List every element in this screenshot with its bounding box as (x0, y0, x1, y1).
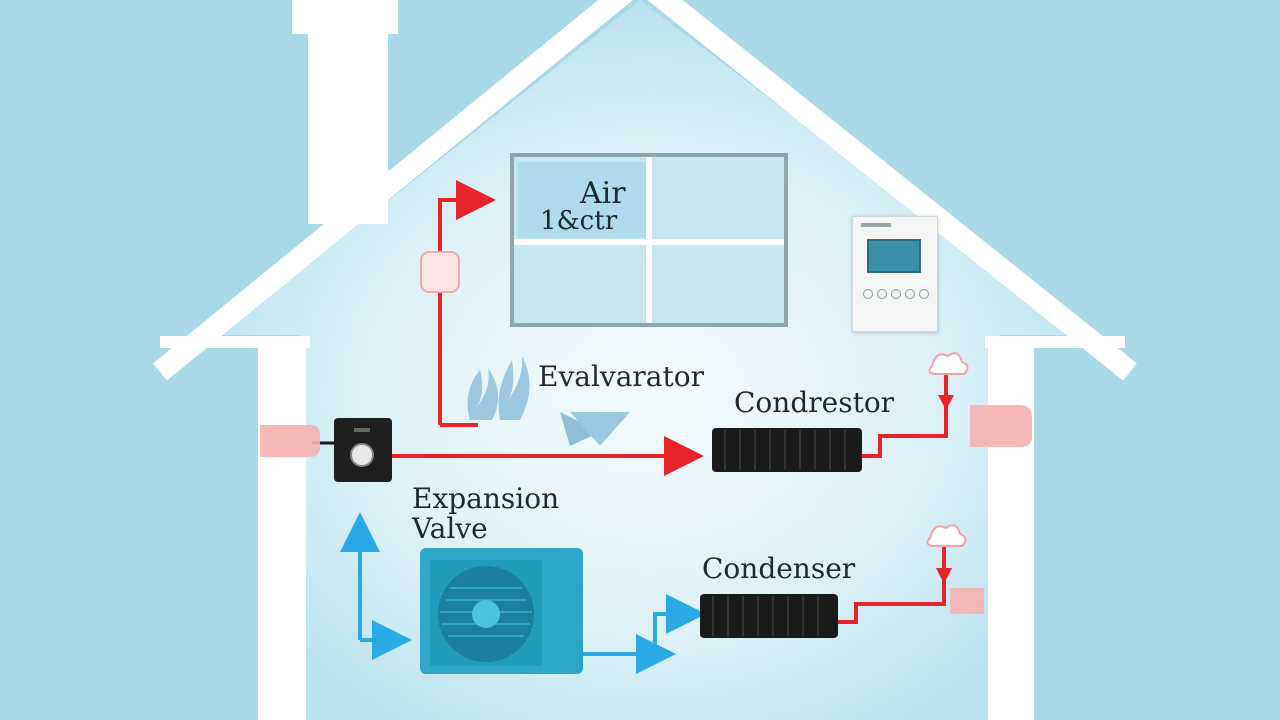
thermostat-button (919, 289, 929, 299)
hot-line-up (438, 180, 496, 425)
coil-icon-top (712, 428, 862, 472)
chimney (292, 0, 398, 34)
air-sub-label: 1&ctr (540, 206, 618, 236)
thermostat-brand (861, 223, 891, 227)
valve-label: Valve (412, 512, 488, 545)
sensor-icon (420, 251, 460, 293)
thermostat-button (905, 289, 915, 299)
house-outline (153, 0, 1137, 381)
thermostat-button (863, 289, 873, 299)
control-box-icon (334, 418, 392, 482)
left-wall (258, 338, 306, 720)
expansion-label: Expansion (412, 482, 560, 515)
condenser-top-label: Condrestor (734, 386, 895, 419)
air-label: Air (580, 176, 626, 211)
fan-unit-icon (420, 548, 583, 674)
window-icon (510, 153, 788, 327)
cloud-icon (928, 352, 969, 375)
thermostat-button (891, 289, 901, 299)
evaporator-icon (467, 356, 630, 446)
cloud-icon-bottom (926, 524, 967, 547)
hand-icon (260, 405, 1032, 614)
thermostat-button (877, 289, 887, 299)
thermostat-screen (867, 239, 921, 273)
hot-line-right-top (862, 372, 948, 458)
right-wall (988, 338, 1034, 720)
house-interior (220, 0, 1080, 720)
thermostat-icon (852, 216, 938, 332)
evaporator-label: Evalvarator (538, 360, 704, 393)
coil-icon-bottom (700, 594, 838, 638)
condenser-bottom-label: Condenser (702, 552, 856, 585)
